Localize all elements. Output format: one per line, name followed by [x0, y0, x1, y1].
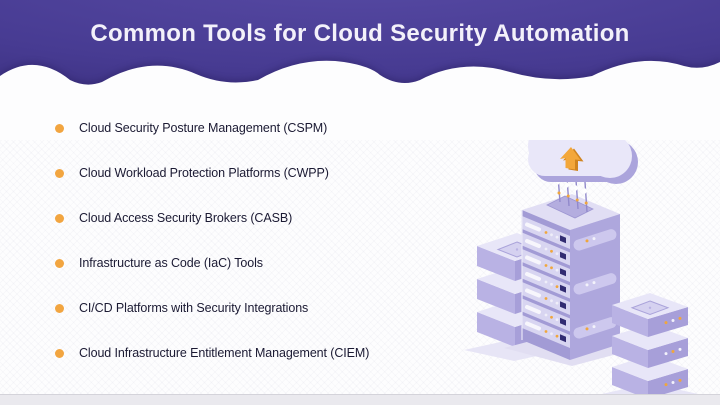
- bullet-dot-icon: [55, 213, 64, 223]
- main-server-rack: [521, 194, 620, 360]
- list-item: Cloud Access Security Brokers (CASB): [55, 211, 369, 225]
- tool-list: Cloud Security Posture Management (CSPM)…: [55, 121, 369, 360]
- list-item-label: Cloud Infrastructure Entitlement Managem…: [79, 346, 370, 360]
- server-slats: [522, 216, 570, 348]
- list-item-label: CI/CD Platforms with Security Integratio…: [79, 301, 309, 315]
- list-item-label: Infrastructure as Code (IaC) Tools: [79, 256, 263, 270]
- bullet-dot-icon: [55, 258, 64, 268]
- bullet-dot-icon: [55, 348, 64, 358]
- cloud-servers-illustration: [464, 108, 698, 405]
- data-cable-lines: [555, 175, 588, 213]
- list-item: CI/CD Platforms with Security Integratio…: [55, 301, 369, 315]
- header-banner: [0, 0, 720, 100]
- list-item: Cloud Workload Protection Platforms (CWP…: [55, 166, 369, 180]
- right-server-stack: [602, 293, 698, 405]
- list-item: Cloud Infrastructure Entitlement Managem…: [55, 346, 369, 360]
- bullet-dot-icon: [55, 303, 64, 313]
- side-panels: [573, 229, 617, 339]
- bullet-dot-icon: [55, 123, 64, 133]
- page-title: Common Tools for Cloud Security Automati…: [90, 20, 630, 47]
- cloud-icon: [528, 108, 638, 184]
- list-item-label: Cloud Access Security Brokers (CASB): [79, 211, 293, 225]
- list-item: Infrastructure as Code (IaC) Tools: [55, 256, 369, 270]
- list-item-label: Cloud Workload Protection Platforms (CWP…: [79, 166, 329, 180]
- bullet-dot-icon: [55, 168, 64, 178]
- rack-top-slot: [546, 195, 594, 219]
- upload-arrow-icon: [560, 147, 584, 171]
- list-item: Cloud Security Posture Management (CSPM): [55, 121, 369, 135]
- list-item-label: Cloud Security Posture Management (CSPM): [79, 121, 328, 135]
- footer-bar: [0, 394, 720, 405]
